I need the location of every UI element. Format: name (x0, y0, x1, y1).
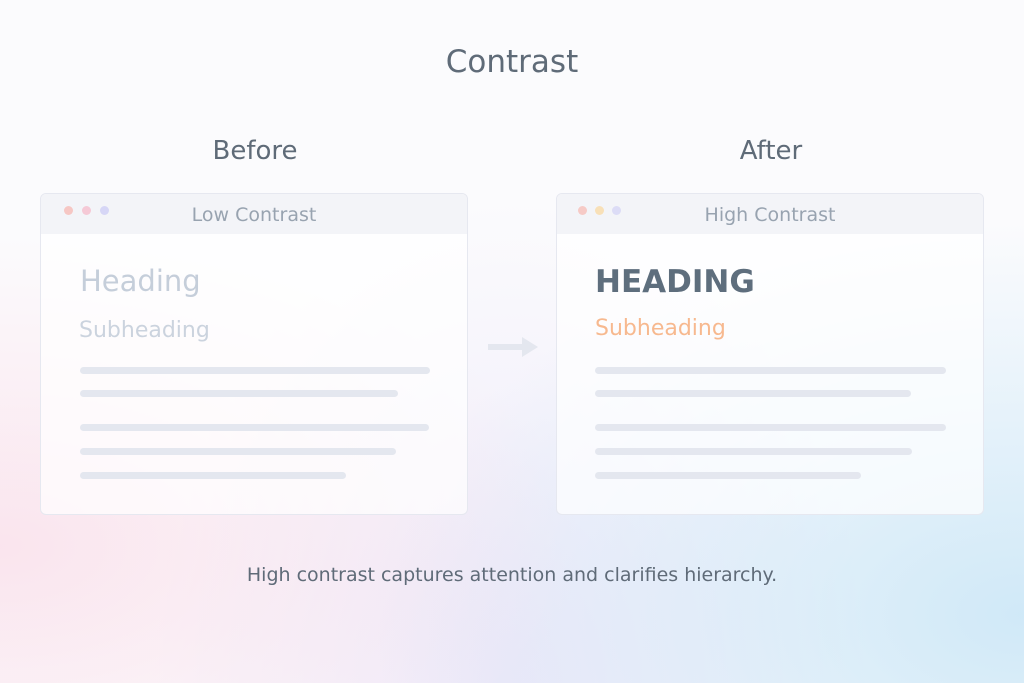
text-line (595, 424, 946, 431)
subheading: Subheading (595, 316, 726, 341)
window-dot-icon (612, 206, 621, 215)
window-dot-icon (595, 206, 604, 215)
text-line (80, 367, 430, 374)
text-line (80, 390, 398, 397)
window-dot-icon (64, 206, 73, 215)
page-title: Contrast (445, 44, 579, 80)
text-line (80, 472, 346, 479)
window-dot-icon (578, 206, 587, 215)
window-title: Low Contrast (191, 204, 317, 226)
window-titlebar: High Contrast (557, 194, 983, 234)
after-label: After (739, 136, 803, 166)
arrow-right-icon (488, 337, 538, 357)
caption: High contrast captures attention and cla… (246, 564, 778, 586)
heading: Heading (80, 264, 201, 298)
high-contrast-window: High Contrast HEADING Subheading (556, 193, 984, 515)
window-dot-icon (100, 206, 109, 215)
text-line (595, 367, 946, 374)
window-title: High Contrast (704, 204, 836, 226)
low-contrast-window: Low Contrast Heading Subheading (40, 193, 468, 515)
text-line (595, 448, 912, 455)
subheading: Subheading (79, 318, 210, 343)
heading: HEADING (595, 264, 755, 300)
window-titlebar: Low Contrast (41, 194, 467, 234)
text-line (595, 390, 911, 397)
text-line (595, 472, 861, 479)
text-line (80, 448, 396, 455)
text-line (80, 424, 429, 431)
before-label: Before (212, 136, 298, 166)
window-dot-icon (82, 206, 91, 215)
